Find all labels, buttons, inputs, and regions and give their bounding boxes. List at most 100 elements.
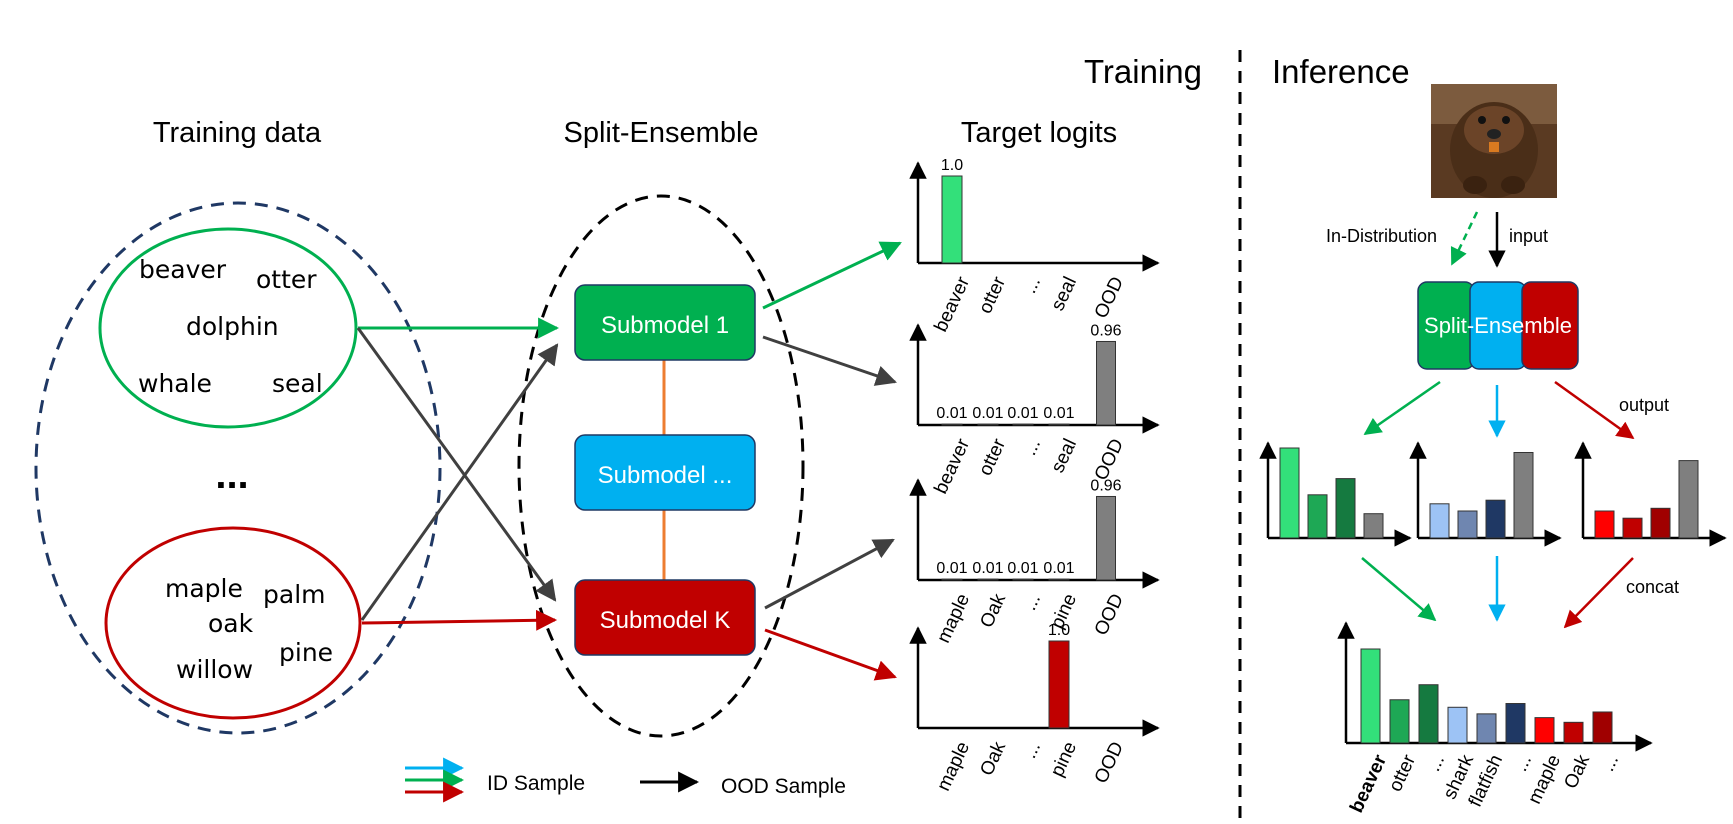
arrow-submodel-1-to-chart-1 [762, 241, 902, 310]
final-chart-tick-3: ... [1423, 752, 1449, 775]
split-ensemble-title: Split-Ensemble [563, 117, 758, 149]
mini-chart-2-bar-2 [1457, 510, 1478, 539]
mini-chart-3-bar-4 [1678, 460, 1699, 539]
output-arrow-green [1363, 380, 1441, 436]
target-chart-2-value-2: 0.01 [972, 405, 1003, 422]
word-pine: pine [279, 638, 333, 667]
target-chart-3-bar-2 [977, 578, 999, 581]
tree-class-group [104, 526, 362, 720]
legend-id-sample: ID Sample [487, 772, 585, 795]
arrow-animals-to-submodel-k [356, 327, 557, 602]
target-chart-2-tick-2: otter [975, 435, 1010, 479]
ensemble-block-red [1521, 281, 1579, 370]
word-dolphin: dolphin [186, 312, 279, 341]
submodel-1-block [574, 284, 756, 361]
mini-chart-3-bar-3 [1650, 507, 1671, 539]
input-label: input [1509, 226, 1548, 246]
arrow-trees-to-submodel-1 [360, 343, 559, 621]
in-distribution-arrow [1450, 211, 1479, 266]
mini-chart-1-bar-1 [1279, 447, 1300, 539]
target-chart-2-value-1: 0.01 [936, 405, 967, 422]
mini-chart-1-bar-3 [1335, 478, 1356, 539]
target-chart-1-tick-1: beaver [931, 273, 975, 335]
arrow-trees-to-submodel-k [361, 609, 558, 631]
final-chart-bar-4 [1447, 706, 1468, 744]
final-chart-bar-7 [1534, 717, 1555, 744]
target-chart-1-tick-2: otter [975, 273, 1010, 317]
word-oak: oak [208, 609, 254, 638]
in-distribution-label: In-Distribution [1326, 226, 1437, 246]
submodel-mid-label: Submodel ... [598, 462, 733, 489]
target-chart-4-tick-2: Oak [976, 738, 1010, 779]
final-chart-tick-1: beaver [1346, 751, 1391, 816]
final-chart-bar-3 [1418, 684, 1439, 744]
final-concat-chart: beaverotter...sharkflatfish...mapleOak..… [1337, 621, 1653, 816]
target-chart-3-bar-5 [1096, 495, 1116, 581]
word-beaver: beaver [139, 255, 227, 284]
arrow-submodel-k-to-chart-4 [764, 628, 897, 681]
arrow-submodel-k-to-chart-3 [764, 538, 895, 610]
target-chart-3-tick-1: maple [933, 591, 974, 647]
target-chart-4-tick-5: OOD [1091, 739, 1128, 787]
mini-chart-1-bar-4 [1363, 513, 1384, 539]
word-whale: whale [138, 369, 212, 398]
concat-arrow-red [1563, 557, 1634, 629]
target-chart-2-tick-3: ... [1019, 436, 1045, 459]
training-title: Training [1084, 53, 1202, 90]
submodel-k-block [574, 579, 756, 656]
target-chart-4-tick-1: maple [933, 739, 974, 795]
target-chart-2-bar-5 [1096, 340, 1116, 426]
final-chart-bar-8 [1563, 721, 1584, 744]
animal-class-group [98, 227, 358, 429]
target-chart-2-bar-4 [1048, 423, 1070, 426]
target-chart-1-tick-3: ... [1019, 274, 1045, 297]
target-chart-2-value-3: 0.01 [1007, 405, 1038, 422]
target-chart-1-bar-1 [941, 175, 963, 264]
mini-chart-2-bar-1 [1429, 503, 1450, 539]
output-arrow-red [1554, 380, 1635, 440]
submodel-1-label: Submodel 1 [601, 312, 729, 339]
inference-mini-charts [1259, 441, 1727, 547]
word-seal: seal [272, 369, 323, 398]
target-chart-1-tick-5: OOD [1091, 274, 1128, 322]
word-willow: willow [176, 655, 253, 684]
concat-arrow-green [1361, 557, 1437, 622]
target-logits-title: Target logits [961, 117, 1117, 149]
more-groups-ellipsis: ... [215, 453, 248, 497]
mini-chart-2-bar-3 [1485, 499, 1506, 539]
ensemble-block-label: Split-Ensemble [1424, 313, 1572, 338]
target-chart-2-value-4: 0.01 [1043, 405, 1074, 422]
legend-ood-sample: OOD Sample [721, 775, 846, 798]
target-chart-1-tick-4: seal [1047, 274, 1081, 314]
target-chart-3-value-3: 0.01 [1007, 560, 1038, 577]
split-ensemble-ellipse [517, 194, 805, 738]
training-data-title: Training data [153, 117, 322, 149]
mini-chart-3-bar-1 [1594, 510, 1615, 539]
target-chart-4-bar-4 [1048, 640, 1070, 729]
mini-chart-1-bar-2 [1307, 494, 1328, 539]
beaver-input-image [1431, 84, 1557, 198]
target-chart-3-bar-4 [1048, 578, 1070, 581]
final-chart-tick-8: Oak [1560, 751, 1594, 792]
target-chart-3-value-4: 0.01 [1043, 560, 1074, 577]
word-maple: maple [165, 574, 243, 603]
final-chart-bar-1 [1360, 648, 1381, 744]
target-chart-3-tick-3: ... [1019, 591, 1045, 614]
mini-chart-3-bar-2 [1622, 517, 1643, 539]
target-chart-3-tick-5: OOD [1091, 591, 1128, 639]
target-chart-2-bar-1 [941, 423, 963, 426]
final-chart-bar-5 [1476, 713, 1497, 744]
target-chart-3-value-5: 0.96 [1090, 477, 1121, 494]
word-palm: palm [263, 580, 326, 609]
concat-label: concat [1626, 577, 1679, 597]
output-label: output [1619, 395, 1669, 415]
submodel-mid-block [574, 434, 756, 511]
mini-chart-2-bar-4 [1513, 452, 1534, 539]
final-chart-tick-2: otter [1385, 751, 1420, 795]
submodel-k-label: Submodel K [600, 607, 731, 634]
training-data-ellipse [34, 201, 442, 735]
target-chart-3-value-1: 0.01 [936, 560, 967, 577]
target-chart-2-bar-3 [1012, 423, 1034, 426]
